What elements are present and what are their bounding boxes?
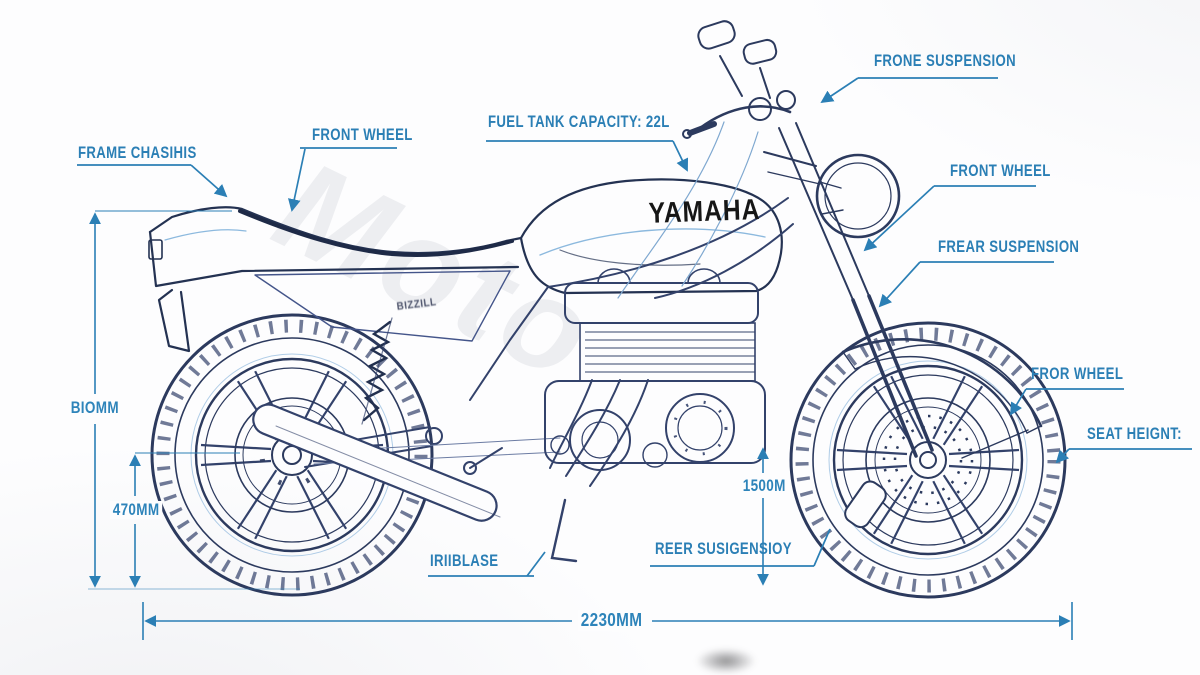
front-wheel [789,321,1067,599]
frame-and-exhaust [252,197,794,563]
callout-fuel-tank-capacity: FUEL TANK CAPACITY: 22L [488,113,670,132]
callout-wheelbase: IRIIBLASE [430,552,499,571]
callout-front-suspension: FRONE SUSPENSION [874,52,1017,71]
dimension-suspension-travel: 1500M [740,477,789,496]
callout-seat-height: SEAT HEIGNT: [1087,425,1182,444]
callout-leader-lines [77,77,1192,577]
dimension-seat-height: 470MM [110,501,163,520]
dimension-lines [88,210,1073,640]
dimension-overall-length: 2230MM [578,610,646,632]
dimension-overall-height: BIOMM [68,399,122,418]
callout-rear-suspension: FREAR SUSPENSION [938,238,1080,257]
callout-front-wheel-lower: FROR WHEEL [1031,365,1124,384]
callout-front-wheel-top: FRONT WHEEL [312,126,413,145]
yamaha-tank-logo: YAMAHA [648,192,761,230]
callout-frame-chassis: FRAME CHASIHIS [78,144,197,163]
callout-rear-suspension-bottom: REER SUSIGENSIOY [655,540,792,559]
bottom-smudge-mark [686,644,766,675]
callout-front-wheel-right: FRONT WHEEL [950,162,1051,181]
engine [544,268,766,471]
